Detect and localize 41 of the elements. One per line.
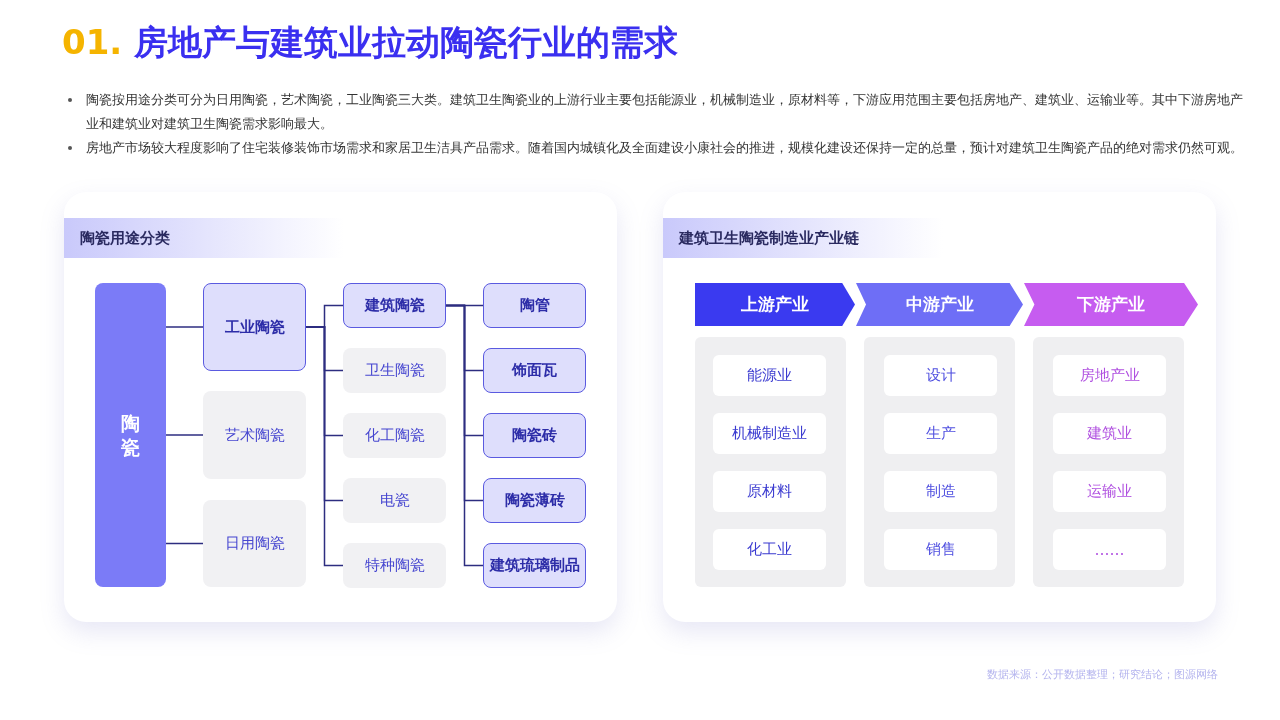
item-box: 房地产业 xyxy=(1053,355,1166,396)
item-box: …… xyxy=(1053,529,1166,570)
highlighted-box: 陶瓷薄砖 xyxy=(483,478,586,523)
connector-line xyxy=(165,434,204,436)
item-box: 机械制造业 xyxy=(713,413,826,454)
category-box: 特种陶瓷 xyxy=(343,543,446,588)
highlighted-box: 建筑陶瓷 xyxy=(343,283,446,328)
stage-banner: 中游产业 xyxy=(856,283,1023,326)
card-panel xyxy=(663,192,1216,622)
highlighted-box: 陶管 xyxy=(483,283,586,328)
connector-line xyxy=(305,326,344,567)
page-title: 01. 房地产与建筑业拉动陶瓷行业的需求 xyxy=(62,21,679,64)
stage-banner: 上游产业 xyxy=(695,283,855,326)
highlighted-box: 饰面瓦 xyxy=(483,348,586,393)
item-box: 生产 xyxy=(884,413,997,454)
category-box: 电瓷 xyxy=(343,478,446,523)
highlighted-box: 建筑琉璃制品 xyxy=(483,543,586,588)
bullet-paragraph: 房地产市场较大程度影响了住宅装修装饰市场需求和家居卫生洁具产品需求。随着国内城镇化及全面建设小康社会的推进，规模化建设还保持一定的总量，预计对建筑卫生陶瓷产品的绝对需求仍然可观。 xyxy=(86,140,1243,155)
item-box: 原材料 xyxy=(713,471,826,512)
stage-banner: 下游产业 xyxy=(1024,283,1198,326)
category-box: 化工陶瓷 xyxy=(343,413,446,458)
connector-line xyxy=(165,326,204,328)
item-box: 销售 xyxy=(884,529,997,570)
item-box: 建筑业 xyxy=(1053,413,1166,454)
item-box: 运输业 xyxy=(1053,471,1166,512)
item-box: 能源业 xyxy=(713,355,826,396)
item-box: 化工业 xyxy=(713,529,826,570)
bullet-paragraph: 陶瓷按用途分类可分为日用陶瓷，艺术陶瓷，工业陶瓷三大类。建筑卫生陶瓷业的上游行业主要包括能源业，机械制造业，原材料等，下游应用范围主要包括房地产、建筑业、运输业等。其中下游房地产业和建筑业对建筑卫生陶瓷需求影响最大。 xyxy=(86,92,1243,131)
source-note: 数据来源：公开数据整理；研究结论；图源网络 xyxy=(986,667,1218,682)
category-box: 艺术陶瓷 xyxy=(203,391,306,479)
category-box xyxy=(95,283,166,587)
connector-line xyxy=(165,542,204,545)
card-panel xyxy=(64,192,617,622)
item-box: 设计 xyxy=(884,355,997,396)
vertical-label: 陶瓷 xyxy=(120,411,141,459)
category-box: 卫生陶瓷 xyxy=(343,348,446,393)
category-box: 日用陶瓷 xyxy=(203,500,306,587)
highlighted-box: 陶瓷砖 xyxy=(483,413,586,458)
item-box: 制造 xyxy=(884,471,997,512)
highlighted-box: 工业陶瓷 xyxy=(203,283,306,371)
connector-line xyxy=(445,304,484,567)
